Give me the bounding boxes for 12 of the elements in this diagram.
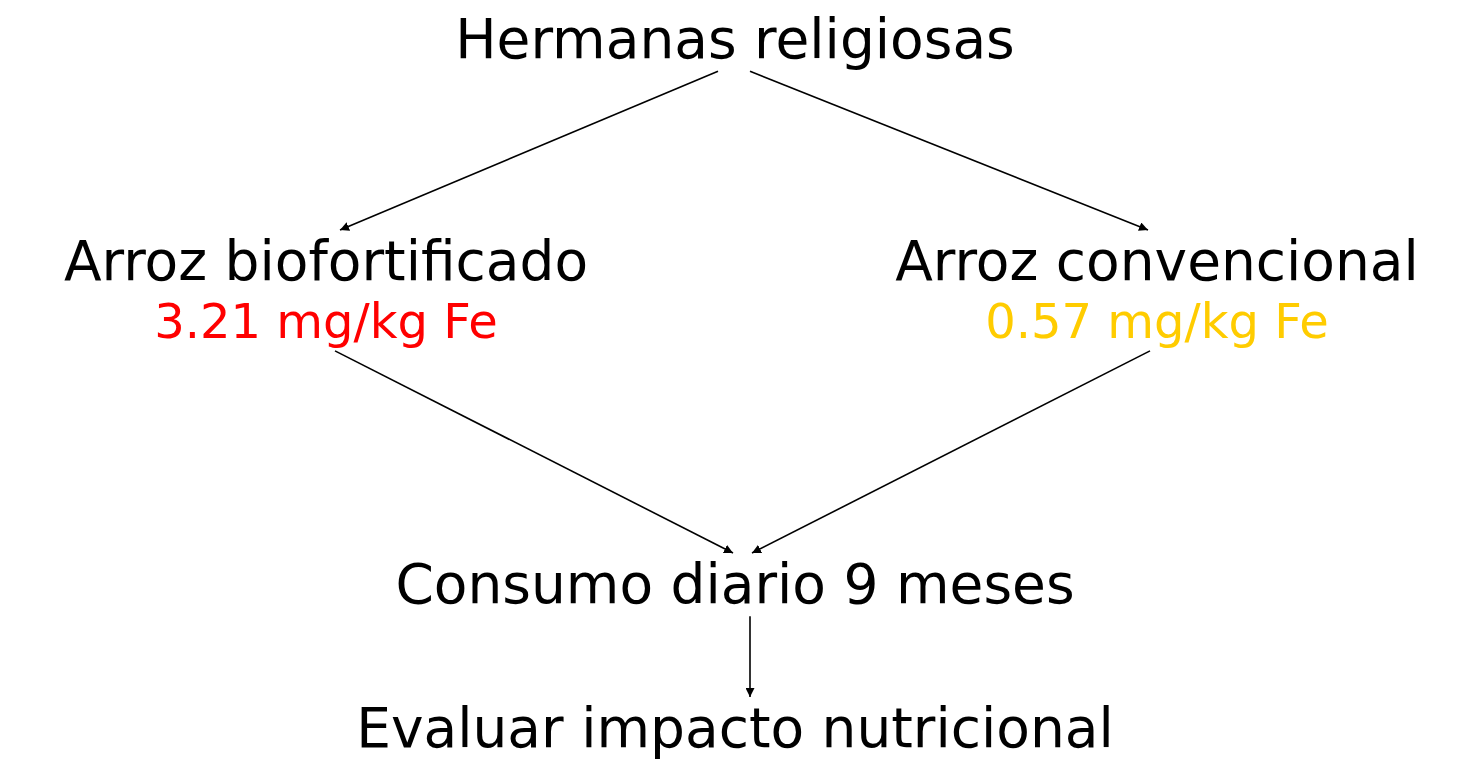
- iron-content-label: 3.21 mg/kg Fe: [154, 293, 498, 351]
- arrow: [334, 350, 734, 554]
- node-label: Hermanas religiosas: [455, 8, 1015, 72]
- node-label: Evaluar impacto nutricional: [356, 697, 1114, 761]
- node-label: Consumo diario 9 meses: [395, 553, 1075, 617]
- arrow: [749, 70, 1149, 231]
- arrow: [339, 70, 719, 231]
- arrow: [745, 615, 755, 698]
- node-label: Arroz convencional: [895, 230, 1419, 294]
- iron-content-label: 0.57 mg/kg Fe: [985, 293, 1329, 351]
- node-label: Arroz biofortificado: [63, 230, 589, 294]
- arrow: [751, 350, 1151, 554]
